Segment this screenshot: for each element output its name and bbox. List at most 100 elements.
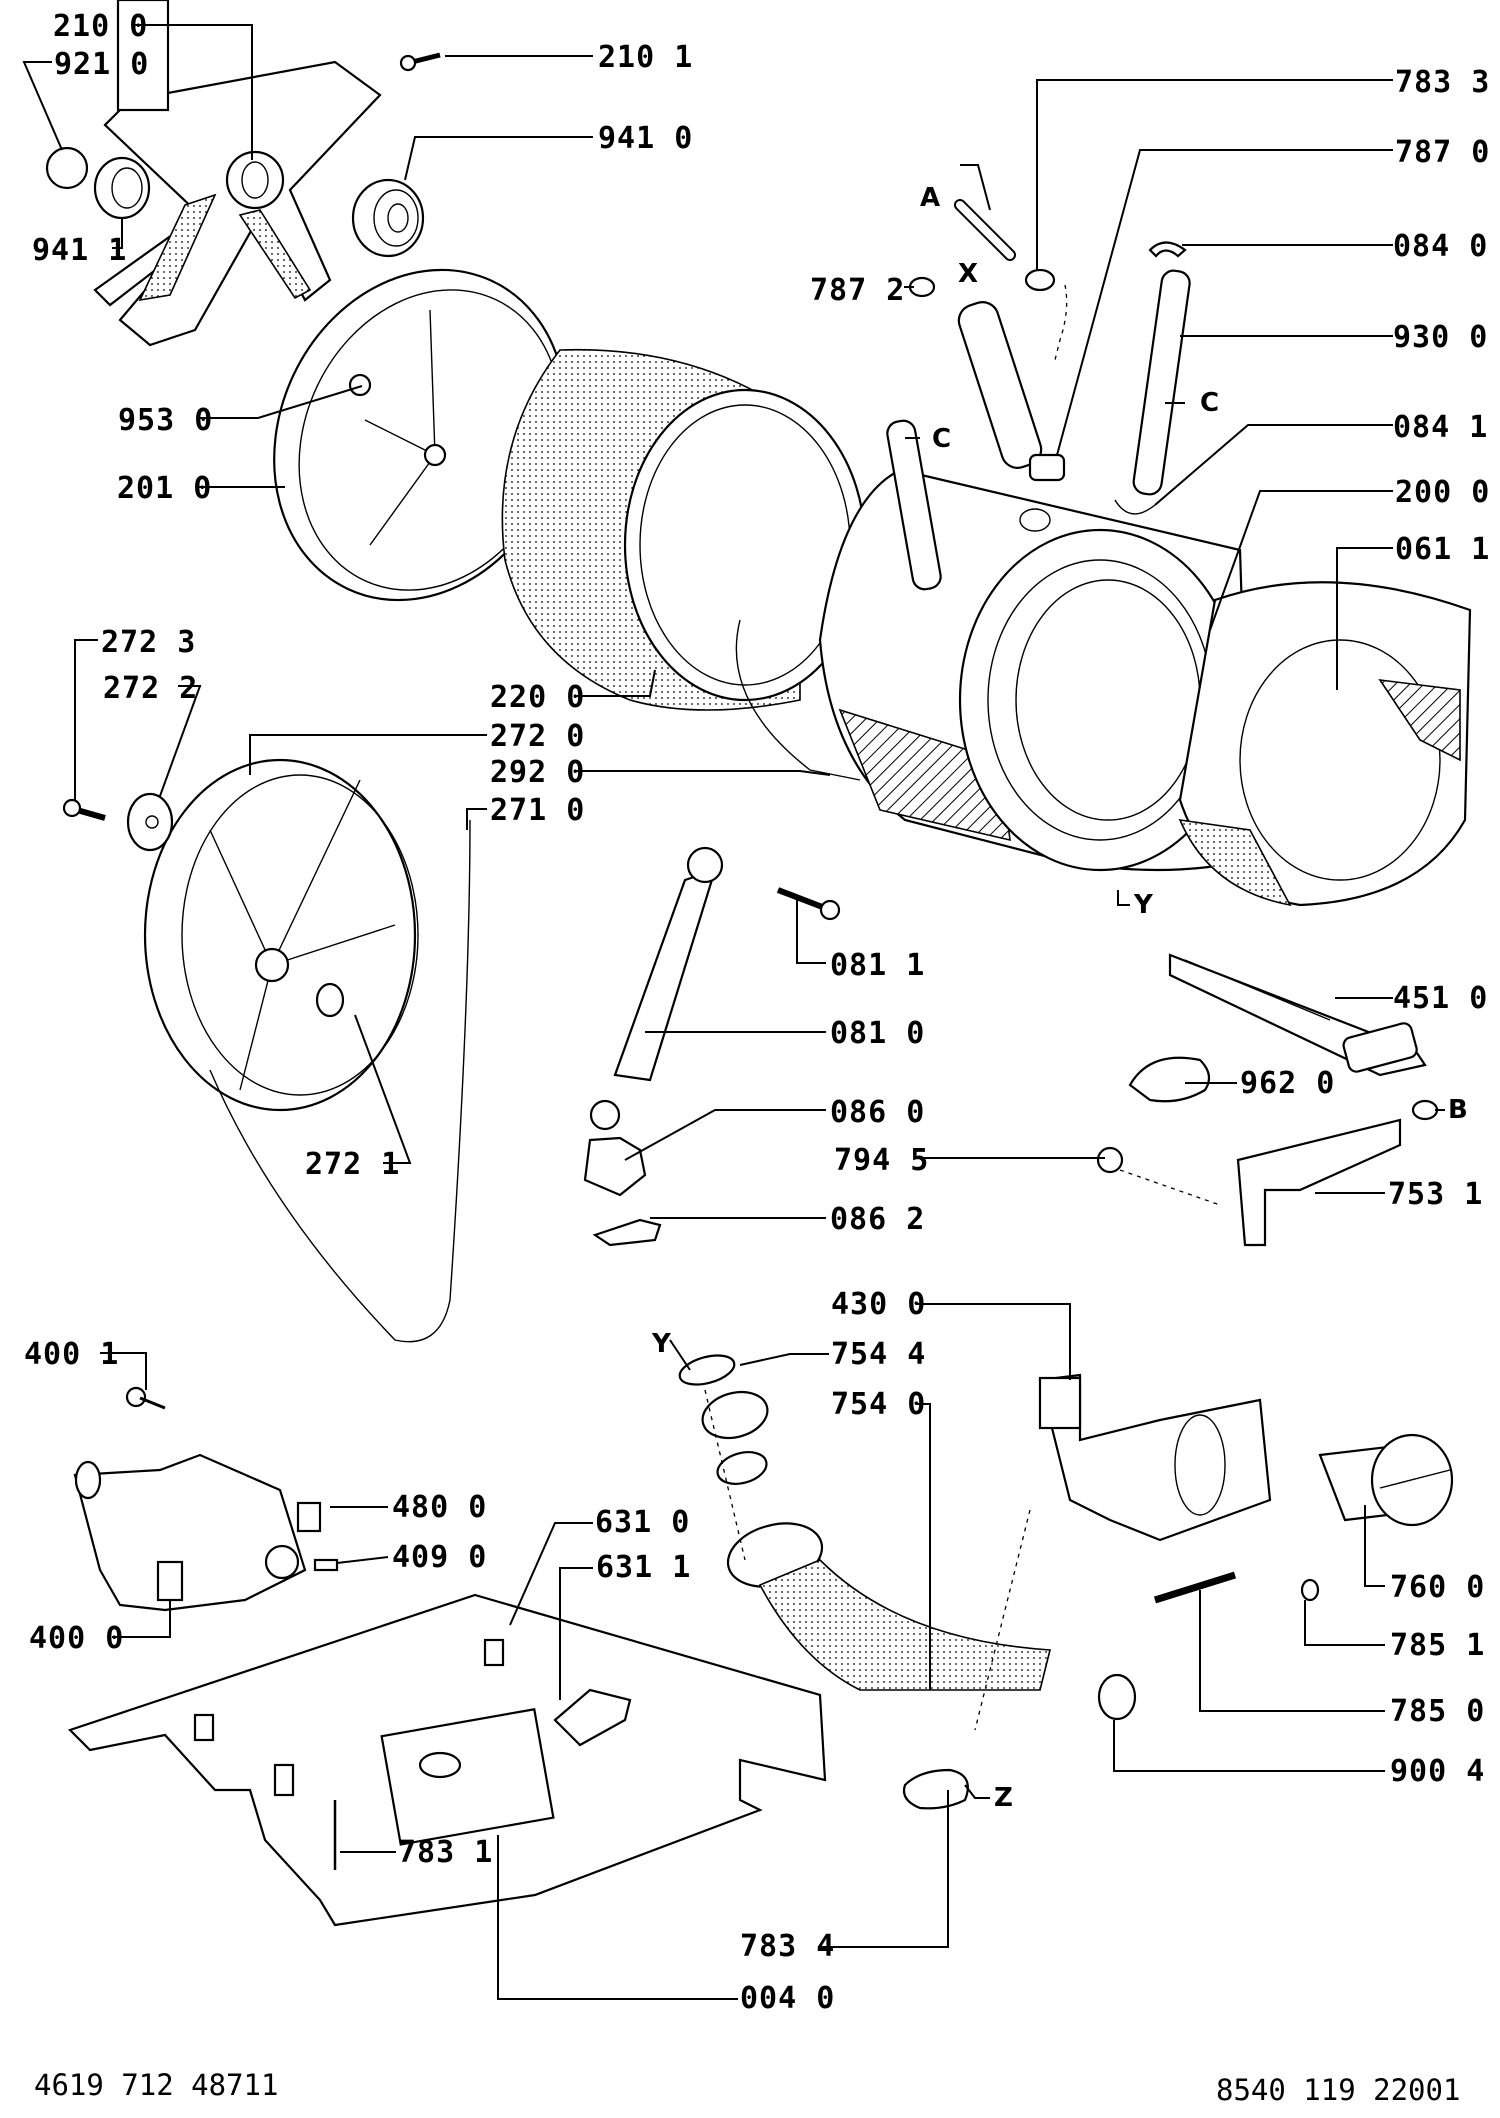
callout-272-2[interactable]: 272 2 (103, 671, 198, 706)
callout-210-0[interactable]: 210 0 (53, 9, 148, 44)
callout-200-0[interactable]: 200 0 (1395, 475, 1490, 510)
pipe-a-inner (956, 201, 1014, 259)
callout-900-4[interactable]: 900 4 (1390, 1754, 1485, 1789)
callout-400-1[interactable]: 400 1 (24, 1337, 119, 1372)
callout-409-0[interactable]: 409 0 (392, 1540, 487, 1575)
callout-941-0[interactable]: 941 0 (598, 121, 693, 156)
callout-941-1[interactable]: 941 1 (32, 233, 127, 268)
reference-letters: A X C C Y B Y Z (651, 183, 1468, 1813)
hose-connector-part (1024, 268, 1056, 292)
circlip-part (45, 146, 89, 190)
callout-201-0[interactable]: 201 0 (117, 471, 212, 506)
absorber-clip-part (592, 1218, 662, 1247)
footer-document-number: 4619 712 48711 (34, 2068, 278, 2102)
drum-spider-part (93, 60, 382, 347)
ref-letter-b: B (1448, 1095, 1468, 1125)
callout-210-1[interactable]: 210 1 (598, 40, 693, 75)
spring-hook-part (1148, 241, 1187, 258)
bellows-hose-part (957, 301, 1066, 482)
callout-labels: 210 0 921 0 941 1 210 1 941 0 953 0 201 … (24, 9, 1490, 2016)
shock-absorber-part (589, 846, 724, 1131)
motor-part (73, 0, 307, 1612)
tube-clip-part (1300, 1578, 1320, 1602)
motor-brush-part (296, 1501, 322, 1533)
footer-reference-number: 8540 119 22001 (1216, 2073, 1460, 2107)
callout-272-3[interactable]: 272 3 (101, 625, 196, 660)
base-plate-part (67, 1593, 827, 1927)
drum-pulley-part (143, 758, 419, 1112)
callout-794-5[interactable]: 794 5 (834, 1143, 929, 1178)
ref-letter-c: C (932, 424, 951, 454)
callout-292-0[interactable]: 292 0 (490, 755, 585, 790)
leader-lines (22, 24, 1393, 2000)
pressure-tube-bracket-part (1236, 1099, 1439, 1247)
ref-letter-c: C (1200, 388, 1219, 418)
callout-081-0[interactable]: 081 0 (830, 1016, 925, 1051)
callout-086-2[interactable]: 086 2 (830, 1202, 925, 1237)
callout-084-0[interactable]: 084 0 (1393, 229, 1488, 264)
ref-letter-z: Z (994, 1783, 1013, 1813)
callout-480-0[interactable]: 480 0 (392, 1490, 487, 1525)
callout-930-0[interactable]: 930 0 (1393, 320, 1488, 355)
assembly-axis-line (1119, 1169, 1221, 1206)
callout-400-0[interactable]: 400 0 (29, 1621, 124, 1656)
ref-letter-a: A (920, 183, 940, 213)
callout-783-4[interactable]: 783 4 (740, 1929, 835, 1964)
suspension-spring-part (886, 269, 1191, 591)
callout-451-0[interactable]: 451 0 (1393, 981, 1488, 1016)
callout-272-0[interactable]: 272 0 (490, 719, 585, 754)
callout-430-0[interactable]: 430 0 (831, 1287, 926, 1322)
callout-754-4[interactable]: 754 4 (831, 1337, 926, 1372)
callout-760-0[interactable]: 760 0 (1390, 1570, 1485, 1605)
sump-hose-part (678, 1354, 1052, 1691)
callout-785-0[interactable]: 785 0 (1390, 1694, 1485, 1729)
ref-letter-y: Y (1133, 890, 1154, 920)
drain-pump-part (1038, 1373, 1272, 1542)
callout-084-1[interactable]: 084 1 (1393, 410, 1488, 445)
tub-seal-ring-part (735, 619, 861, 781)
reference-letter-leaders (669, 402, 1445, 1799)
callout-962-0[interactable]: 962 0 (1240, 1066, 1335, 1101)
callout-061-1[interactable]: 061 1 (1395, 532, 1490, 567)
small-bearing-part (93, 156, 151, 220)
ref-letter-y: Y (651, 1329, 672, 1359)
callout-086-0[interactable]: 086 0 (830, 1095, 925, 1130)
large-bearing-part (351, 178, 425, 258)
callout-081-1[interactable]: 081 1 (830, 948, 925, 983)
assembly-axis-line (704, 1389, 746, 1561)
callout-953-0[interactable]: 953 0 (118, 403, 213, 438)
heating-element-part (1168, 953, 1427, 1077)
callout-004-0[interactable]: 004 0 (740, 1981, 835, 2016)
callout-754-0[interactable]: 754 0 (831, 1387, 926, 1422)
absorber-bolt-part (776, 887, 841, 921)
callout-220-0[interactable]: 220 0 (490, 680, 585, 715)
drum-part (501, 348, 867, 711)
drive-belt-part (209, 819, 471, 1343)
counterweight-part (1178, 581, 1472, 907)
absorber-bracket-part (583, 1136, 647, 1197)
spider-bolt-part (399, 52, 441, 72)
callout-787-2[interactable]: 787 2 (810, 273, 905, 308)
pump-filter-part (1318, 1433, 1454, 1527)
pulley-washer-part (126, 792, 174, 852)
callout-783-1[interactable]: 783 1 (398, 1835, 493, 1870)
callout-631-1[interactable]: 631 1 (596, 1550, 691, 1585)
callout-272-1[interactable]: 272 1 (305, 1147, 400, 1182)
callout-785-1[interactable]: 785 1 (1390, 1628, 1485, 1663)
callout-753-1[interactable]: 753 1 (1388, 1177, 1483, 1212)
grommet-part (1096, 1146, 1124, 1174)
callout-783-3[interactable]: 783 3 (1395, 65, 1490, 100)
callout-921-0[interactable]: 921 0 (54, 47, 149, 82)
pressure-tube-part (1153, 1571, 1237, 1604)
pulley-bolt-part (62, 798, 106, 821)
spring-bracket-part (1114, 499, 1156, 515)
ref-letter-x: X (958, 259, 978, 289)
assembly-axis-line (974, 1509, 1031, 1731)
level-switch-part (553, 1688, 632, 1747)
assembly-axis-line (1054, 284, 1068, 361)
motor-connector-part (313, 1558, 339, 1572)
callout-271-0[interactable]: 271 0 (490, 793, 585, 828)
callout-787-0[interactable]: 787 0 (1395, 135, 1490, 170)
elbow-hose-part (902, 1768, 969, 1810)
callout-631-0[interactable]: 631 0 (595, 1505, 690, 1540)
